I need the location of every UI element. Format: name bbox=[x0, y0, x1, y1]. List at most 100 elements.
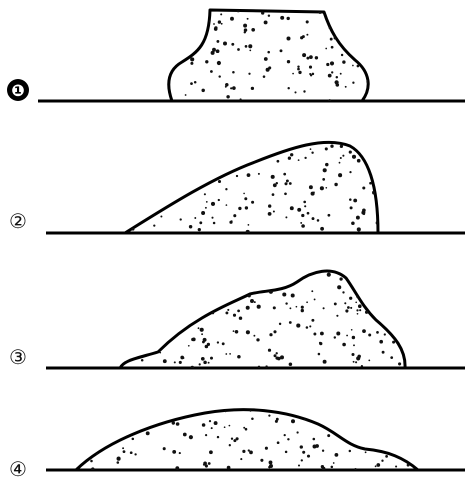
stipple-dot bbox=[345, 86, 347, 88]
stipple-dot bbox=[172, 267, 176, 271]
stipple-dot bbox=[126, 164, 129, 167]
stipple-dot bbox=[230, 87, 232, 89]
stipple-dot bbox=[173, 270, 175, 272]
stipple-dot bbox=[294, 91, 296, 93]
stipple-dot bbox=[172, 280, 175, 283]
stipple-dot bbox=[208, 462, 211, 465]
stipple-dot bbox=[132, 438, 135, 441]
stipple-dot bbox=[355, 361, 357, 363]
stipple-dot bbox=[360, 48, 362, 50]
stipple-dot bbox=[353, 344, 355, 346]
stipple-dot bbox=[205, 60, 208, 63]
stipple-dot bbox=[359, 309, 361, 311]
stipple-dot bbox=[356, 356, 360, 360]
stipple-dot bbox=[194, 81, 197, 84]
stipple-dot bbox=[279, 323, 281, 325]
stipple-dot bbox=[362, 329, 366, 333]
stipple-dot bbox=[355, 48, 358, 51]
stipple-dot bbox=[342, 155, 344, 157]
stipple-dot bbox=[276, 418, 279, 421]
stipple-dot bbox=[232, 71, 235, 74]
stipple-dot bbox=[158, 199, 162, 203]
stipple-dot bbox=[398, 292, 401, 295]
stipple-dot bbox=[180, 218, 182, 220]
stipple-dot bbox=[193, 142, 195, 144]
stipple-dot bbox=[335, 453, 339, 457]
stipple-dot bbox=[233, 143, 235, 145]
stipple-dot bbox=[365, 451, 367, 453]
stipple-dot bbox=[361, 27, 364, 30]
stipple-dot bbox=[170, 291, 173, 294]
stipple-dot bbox=[101, 436, 103, 438]
stipple-dot bbox=[214, 421, 218, 425]
stipple-dot bbox=[183, 433, 187, 437]
stipple-dot bbox=[301, 214, 304, 217]
stipple-dot bbox=[172, 450, 176, 454]
stipple-dot bbox=[139, 156, 143, 160]
stipple-dot bbox=[310, 148, 312, 150]
stipple-dot bbox=[366, 12, 369, 15]
stipple-dot bbox=[168, 199, 171, 202]
stipple-dot bbox=[160, 215, 162, 217]
stipple-dot bbox=[183, 301, 186, 304]
stipple-dot bbox=[251, 87, 254, 90]
stipple-dot bbox=[357, 159, 361, 163]
stipple-dot bbox=[256, 338, 259, 341]
stipple-dot bbox=[291, 294, 295, 298]
stipple-dot bbox=[208, 362, 210, 364]
stipple-dot bbox=[405, 322, 409, 326]
stipple-dot bbox=[349, 171, 351, 173]
stipple-dot bbox=[306, 301, 308, 303]
stipple-dot bbox=[161, 177, 164, 180]
stipple-dot bbox=[269, 333, 272, 336]
stipple-dot bbox=[264, 20, 268, 24]
stipple-dot bbox=[226, 272, 228, 274]
stipple-dot bbox=[353, 142, 356, 145]
stipple-dot bbox=[251, 271, 254, 274]
stipple-dot bbox=[190, 404, 192, 406]
stipple-dot bbox=[338, 136, 341, 139]
stipple-dot bbox=[249, 451, 253, 455]
stipple-dot bbox=[251, 28, 255, 32]
stipple-dot bbox=[168, 159, 171, 162]
stipple-dot bbox=[349, 297, 352, 300]
stipple-dot bbox=[213, 222, 216, 225]
stipple-dot bbox=[340, 145, 343, 148]
stipple-dot bbox=[357, 410, 360, 413]
stipple-dot bbox=[90, 460, 93, 463]
stipple-dot bbox=[182, 357, 184, 359]
stipple-dot bbox=[239, 316, 242, 319]
stipple-dot bbox=[356, 216, 360, 220]
figure-2: ② bbox=[9, 135, 465, 234]
stipple-dot bbox=[197, 164, 199, 166]
stipple-dot bbox=[178, 11, 182, 15]
stipple-dot bbox=[364, 267, 366, 269]
stipple-dot bbox=[387, 299, 389, 301]
stipple-dot bbox=[146, 431, 150, 435]
stipple-dot bbox=[232, 86, 236, 90]
stipple-dot bbox=[203, 338, 207, 342]
figure-4: ④ bbox=[9, 402, 465, 480]
stipple-dot bbox=[134, 210, 136, 212]
stipple-dot bbox=[81, 422, 84, 425]
stipple-dot bbox=[311, 192, 315, 196]
stipple-dot bbox=[220, 156, 223, 159]
stipple-dot bbox=[349, 450, 351, 452]
stipple-dot bbox=[249, 138, 252, 141]
stipple-dot bbox=[302, 53, 306, 57]
stipple-dot bbox=[282, 292, 286, 296]
stipple-dot bbox=[333, 462, 335, 464]
stipple-dot bbox=[284, 182, 287, 185]
stipple-dot bbox=[340, 157, 342, 159]
stipple-dot bbox=[274, 354, 277, 357]
stipple-dot bbox=[356, 416, 359, 419]
stipple-dot bbox=[240, 458, 242, 460]
stipple-dot bbox=[339, 277, 342, 280]
stipple-dot bbox=[163, 447, 166, 450]
stipple-dot bbox=[398, 438, 400, 440]
stipple-dot bbox=[251, 418, 254, 421]
stipple-dot bbox=[237, 310, 240, 313]
stipple-dot bbox=[188, 345, 190, 347]
stipple-dot bbox=[303, 201, 306, 204]
stipple-dot bbox=[285, 216, 287, 218]
